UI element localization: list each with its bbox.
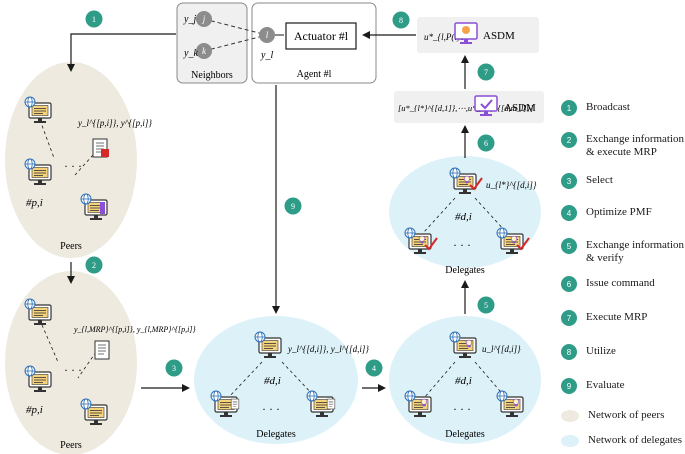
delegates-a-top-label: y_l^{[d,i]}, y_l^{[d,i]}	[287, 344, 369, 354]
peers-cluster-a: · · · y_l^{[p,i]}, y^{[p,i]} #p,i Peers	[24, 96, 152, 252]
delegates-c-dots: · · ·	[453, 238, 471, 252]
legend-badge-5: 5	[561, 238, 577, 254]
asdm-top-icon	[454, 22, 478, 44]
delegates-c-top-label: u_{l*}^{[d,i]}	[486, 180, 537, 190]
delegates-b-node-label: #d,i	[455, 375, 472, 387]
asdm-mid-box	[394, 91, 544, 123]
legend-badge-2: 2	[561, 132, 577, 148]
legend-network-delegates-text: Network of delegates	[588, 434, 683, 446]
delegates-c-node-label: #d,i	[455, 211, 472, 223]
step-badge-9: 9	[291, 202, 295, 211]
actuator-label: Actuator #l	[294, 29, 349, 43]
delegates-b-top-label: u_l^{[d,i]}	[482, 344, 521, 354]
delegates-a-dots: · · ·	[262, 402, 280, 416]
asdm-mid-name: ASDM	[504, 102, 536, 114]
legend-network-peers: Network of peers	[561, 408, 664, 422]
actuator-box	[285, 22, 357, 50]
delegates-a-node-label: #d,i	[264, 375, 281, 387]
legend-badge-9: 9	[561, 378, 577, 394]
legend-badge-4: 4	[561, 205, 577, 221]
peers-cluster-b: · · · y_{l,MRP}^{[p,i]}, y_{l,MRP}^{[p,i…	[24, 298, 196, 451]
step-badge-6: 6	[484, 139, 488, 148]
peers-b-node-label: #p,i	[26, 404, 43, 416]
legend-text-8: Utilize	[586, 345, 616, 357]
legend-text-7: Execute MRP	[586, 311, 648, 323]
asdm-top-name: ASDM	[483, 30, 515, 42]
y-j-label: y_j	[183, 14, 196, 25]
flow-arrows	[67, 31, 469, 392]
peers-a-caption: Peers	[60, 241, 82, 252]
node-k-label: k	[202, 46, 207, 56]
neighbors-caption: Neighbors	[191, 70, 233, 81]
y-l-label: y_l	[260, 50, 273, 61]
legend-item-9: 9 Evaluate	[561, 378, 624, 394]
legend-text-3: Select	[586, 174, 613, 186]
delegates-cluster-a: · · · y_l^{[d,i]}, y_l^{[d,i]} #d,i Dele…	[210, 331, 369, 440]
legend-text-9: Evaluate	[586, 379, 625, 391]
asdm-top-box	[417, 17, 539, 53]
delegates-swatch	[561, 435, 579, 447]
delegates-a-caption: Delegates	[256, 429, 296, 440]
asdm-mid-vector-label: [u*_{l*}^{[d,1]},⋯,u*_{l*}^{[d,m_l]}]	[398, 103, 533, 113]
delegates-cluster-b: · · · u_l^{[d,i]} #d,i Delegates	[404, 331, 524, 440]
step-badge-2: 2	[92, 261, 96, 270]
legend-text-2: Exchange information & execute MRP	[586, 133, 685, 158]
delegates-b-dots: · · ·	[453, 402, 471, 416]
agent-caption: Agent #l	[297, 69, 332, 80]
legend-item-3: 3 Select	[561, 173, 613, 189]
legend-badge-7: 7	[561, 310, 577, 326]
legend-item-4: 4 Optimize PMF	[561, 205, 652, 221]
neighbors-box	[176, 2, 248, 84]
legend-item-5: 5 Exchange information & verify	[561, 238, 684, 265]
step-badge-4: 4	[372, 364, 376, 373]
legend-text-5: Exchange information & verify	[586, 239, 685, 264]
legend-item-7: 7 Execute MRP	[561, 310, 647, 326]
peers-a-dots: · · ·	[64, 159, 82, 173]
peers-swatch	[561, 410, 579, 422]
legend-badge-6: 6	[561, 276, 577, 292]
step-badge-5: 5	[484, 301, 488, 310]
legend-item-8: 8 Utilize	[561, 344, 616, 360]
legend-network-peers-text: Network of peers	[588, 409, 665, 421]
asdm-mid-icon	[474, 95, 498, 116]
peers-b-caption: Peers	[60, 440, 82, 451]
asdm-top-u-label: u*_{l,P(l)T}	[424, 32, 469, 42]
step-badge-1: 1	[92, 15, 96, 24]
step-badge-8: 8	[399, 16, 403, 25]
legend-item-2: 2 Exchange information & execute MRP	[561, 132, 684, 159]
legend-network-delegates: Network of delegates	[561, 433, 682, 447]
legend-item-1: 1 Broadcast	[561, 100, 630, 116]
step-badge-3: 3	[172, 364, 176, 373]
legend-badge-8: 8	[561, 344, 577, 360]
legend-text-6: Issue command	[586, 277, 655, 289]
legend-text-1: Broadcast	[586, 101, 630, 113]
node-l-label: l	[266, 30, 269, 40]
delegates-b-caption: Delegates	[445, 429, 485, 440]
peers-a-top-label: y_l^{[p,i]}, y^{[p,i]}	[77, 118, 152, 128]
delegates-cluster-c: · · · u_{l*}^{[d,i]} #d,i Delegates	[404, 167, 537, 276]
legend-badge-1: 1	[561, 100, 577, 116]
legend-text-4: Optimize PMF	[586, 206, 652, 218]
y-k-label: y_k	[183, 48, 198, 59]
peers-b-top-label: y_{l,MRP}^{[p,i]}, y_{l,MRP}^{[p,i]}	[73, 325, 196, 334]
legend-item-6: 6 Issue command	[561, 276, 655, 292]
step-badge-7: 7	[484, 68, 488, 77]
step-badges: 1 2 3 4 5 6 7 8 9	[85, 10, 495, 377]
peers-b-dots: · · ·	[64, 363, 82, 377]
legend-badge-3: 3	[561, 173, 577, 189]
neighbor-network: j k l y_j y_k y_l Neighbors	[183, 11, 275, 81]
peers-a-node-label: #p,i	[26, 197, 43, 209]
node-j-label: j	[202, 14, 206, 24]
delegates-c-caption: Delegates	[445, 265, 485, 276]
